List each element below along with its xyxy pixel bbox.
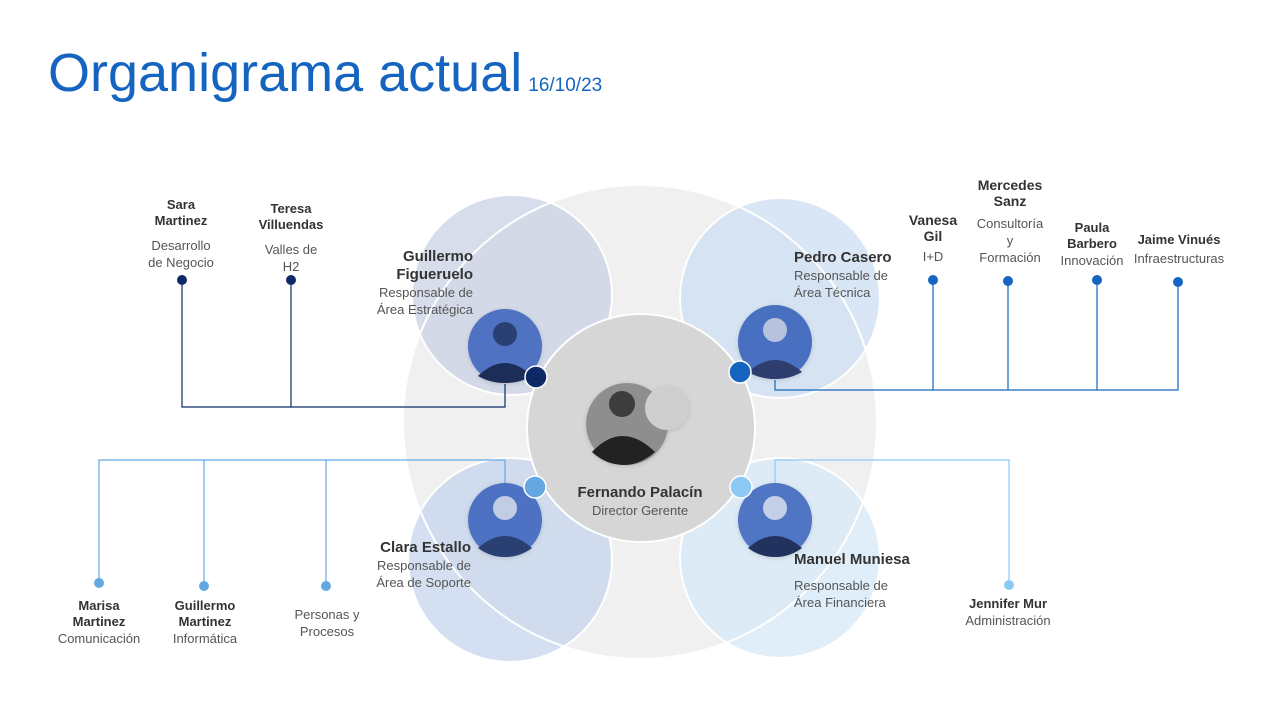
member-guillermo-m-name-2: Martinez bbox=[178, 614, 232, 629]
outer-circle-ring bbox=[402, 184, 878, 660]
member-paula-name-1: Paula bbox=[1074, 220, 1110, 235]
avatar-guillermo-figueruelo bbox=[468, 309, 542, 383]
avatar-fernando-palacin bbox=[586, 383, 689, 465]
member-paula: Paula Barbero Innovación bbox=[1050, 220, 1134, 269]
member-dot-marisa bbox=[94, 578, 104, 588]
member-mercedes-role-3: Formación bbox=[979, 250, 1041, 265]
member-vanesa-name-2: Gil bbox=[923, 228, 943, 244]
financial-area-circle bbox=[679, 457, 881, 659]
member-dot-vanesa bbox=[928, 275, 938, 285]
member-vanesa: Vanesa Gil I+D bbox=[893, 212, 973, 265]
member-guillermo-m-name-1: Guillermo bbox=[174, 598, 236, 613]
member-marisa: Marisa Martinez Comunicación bbox=[44, 598, 154, 647]
support-marker-dot bbox=[523, 475, 547, 499]
title-date: 16/10/23 bbox=[528, 75, 603, 96]
member-guillermo-m-role: Informática bbox=[172, 631, 238, 646]
member-sara-name-2: Martinez bbox=[154, 213, 208, 228]
member-jennifer-name: Jennifer Mur bbox=[968, 596, 1047, 611]
lead-support-role-1: Responsable de bbox=[377, 558, 471, 573]
member-teresa-name-2: Villuendas bbox=[258, 217, 324, 232]
lead-technical-name: Pedro Casero bbox=[794, 249, 892, 266]
lead-strategic-role-1: Responsable de bbox=[379, 285, 473, 300]
center-label: Fernando Palacín Director Gerente bbox=[560, 484, 720, 519]
lead-financial-role-1: Responsable de bbox=[794, 578, 888, 593]
member-personas-role-1: Personas y bbox=[294, 607, 360, 622]
lead-strategic-label: Guillermo Figueruelo Responsable de Área… bbox=[330, 248, 473, 318]
member-marisa-name-2: Martinez bbox=[72, 614, 126, 629]
lead-financial-name: Manuel Muniesa bbox=[794, 551, 910, 568]
lead-technical-role-1: Responsable de bbox=[794, 268, 888, 283]
member-dot-jaime bbox=[1173, 277, 1183, 287]
member-dot-teresa bbox=[286, 275, 296, 285]
strategic-marker-dot bbox=[524, 365, 548, 389]
member-jaime: Jaime Vinués Infraestructuras bbox=[1124, 232, 1234, 267]
member-jaime-name: Jaime Vinués bbox=[1137, 232, 1221, 247]
lead-financial-label: Manuel Muniesa Responsable de Área Finan… bbox=[794, 551, 934, 611]
member-teresa-role-1: Valles de bbox=[264, 242, 318, 257]
member-guillermo-m: Guillermo Martinez Informática bbox=[152, 598, 258, 647]
member-dot-personas bbox=[321, 581, 331, 591]
member-paula-role: Innovación bbox=[1060, 253, 1124, 268]
member-personas: Personas y Procesos bbox=[277, 606, 377, 640]
member-vanesa-name-1: Vanesa bbox=[908, 212, 958, 228]
member-mercedes: Mercedes Sanz Consultoría y Formación bbox=[958, 177, 1062, 266]
member-sara-role-2: de Negocio bbox=[148, 255, 214, 270]
member-dot-sara bbox=[177, 275, 187, 285]
financial-marker-dot bbox=[729, 475, 753, 499]
member-jennifer-role: Administración bbox=[965, 613, 1051, 628]
title-text: Organigrama actual bbox=[48, 43, 523, 103]
member-vanesa-role: I+D bbox=[922, 249, 944, 264]
technical-connectors bbox=[774, 280, 1179, 391]
member-sara-role-1: Desarrollo bbox=[151, 238, 211, 253]
member-mercedes-name-2: Sanz bbox=[993, 193, 1027, 209]
financial-connectors bbox=[774, 459, 1010, 585]
lead-strategic-role-2: Área Estratégica bbox=[376, 302, 473, 317]
center-name: Fernando Palacín bbox=[577, 484, 703, 501]
lead-strategic-name-1: Guillermo bbox=[402, 248, 473, 265]
member-sara: Sara Martinez Desarrollo de Negocio bbox=[130, 197, 232, 271]
lead-support-name: Clara Estallo bbox=[380, 539, 471, 556]
member-marisa-name-1: Marisa bbox=[78, 598, 120, 613]
member-personas-role-2: Procesos bbox=[299, 624, 355, 639]
member-teresa: Teresa Villuendas Valles de H2 bbox=[240, 201, 342, 275]
member-mercedes-role-1: Consultoría bbox=[976, 216, 1044, 231]
member-sara-name-1: Sara bbox=[166, 197, 196, 212]
center-role: Director Gerente bbox=[591, 503, 689, 518]
member-jaime-role: Infraestructuras bbox=[1133, 251, 1225, 266]
member-dot-jennifer bbox=[1004, 580, 1014, 590]
lead-financial-role-2: Área Financiera bbox=[794, 595, 886, 610]
support-connectors bbox=[98, 459, 506, 586]
lead-support-role-2: Área de Soporte bbox=[376, 575, 471, 590]
member-teresa-name-1: Teresa bbox=[270, 201, 312, 216]
avatar-pedro-casero bbox=[738, 305, 812, 379]
technical-area-circle bbox=[679, 197, 881, 399]
avatar-manuel-muniesa bbox=[738, 483, 812, 557]
avatar-clara-estallo bbox=[468, 483, 542, 557]
strategic-connectors bbox=[181, 280, 506, 408]
member-mercedes-role-2: y bbox=[1006, 233, 1014, 248]
member-paula-name-2: Barbero bbox=[1067, 236, 1117, 251]
member-dot-mercedes bbox=[1003, 276, 1013, 286]
member-marisa-role: Comunicación bbox=[57, 631, 141, 646]
lead-support-label: Clara Estallo Responsable de Área de Sop… bbox=[330, 539, 471, 591]
lead-technical-role-2: Área Técnica bbox=[794, 285, 871, 300]
member-dot-guillermo-m bbox=[199, 581, 209, 591]
lead-strategic-name-2: Figueruelo bbox=[396, 266, 473, 283]
technical-marker-dot bbox=[728, 360, 752, 384]
member-jennifer: Jennifer Mur Administración bbox=[950, 596, 1066, 629]
member-mercedes-name-1: Mercedes bbox=[977, 177, 1043, 193]
member-teresa-role-2: H2 bbox=[282, 259, 300, 274]
member-dot-paula bbox=[1092, 275, 1102, 285]
lead-technical-label: Pedro Casero Responsable de Área Técnica bbox=[794, 249, 934, 301]
